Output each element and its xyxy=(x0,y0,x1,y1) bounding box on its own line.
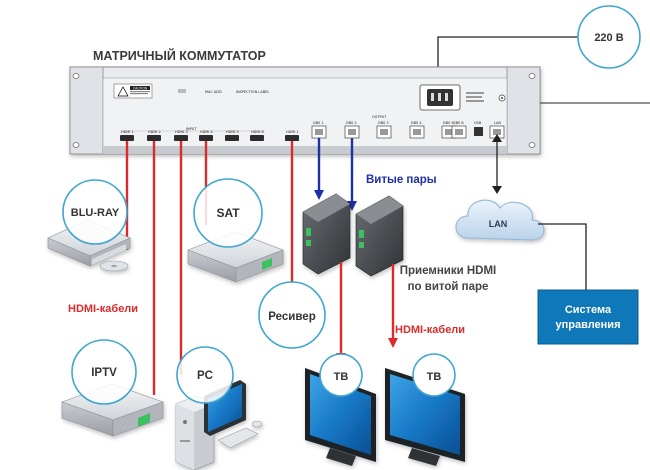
tv-1 xyxy=(305,368,376,466)
svg-text:DBS 6: DBS 6 xyxy=(453,121,464,125)
svg-text:HDMI 3: HDMI 3 xyxy=(175,130,188,134)
rj45-output-port: DBS 4 xyxy=(409,121,425,139)
lan-port: LAN xyxy=(489,121,505,139)
svg-text:HDMI 5: HDMI 5 xyxy=(226,130,239,134)
rj45-output-ports: DBS 1 DBS 2 DBS 3 DBS 4 DBS 5 DBS 6 xyxy=(311,121,467,139)
rj45-output-port: DBS 3 xyxy=(376,121,392,139)
svg-text:HDMI 4: HDMI 4 xyxy=(200,130,213,134)
hdmi-input-port: HDMI 4 xyxy=(199,130,213,141)
hdmi-receiver-1 xyxy=(302,193,351,275)
hdmi-input-port: HDMI 3 xyxy=(174,130,188,141)
hdmi-receiver-2 xyxy=(355,195,404,277)
inspection-label: INSPECTION LABEL xyxy=(236,90,269,94)
hdmi-input-port: HDMI 6 xyxy=(250,130,264,141)
receiver-label: Ресивер xyxy=(268,311,315,323)
tv-bubble-1: ТВ xyxy=(319,353,363,397)
panel-mark xyxy=(178,89,186,93)
receivers-label-line1: Приемники HDMI xyxy=(400,265,497,277)
twisted-pair-arrow xyxy=(314,190,324,200)
rj45-output-port: DBS 6 xyxy=(451,121,467,139)
svg-text:DBS 2: DBS 2 xyxy=(346,121,357,125)
lan-cloud xyxy=(455,199,545,241)
svg-text:DBS 4: DBS 4 xyxy=(411,121,422,125)
power-bubble: 220 В xyxy=(577,5,641,69)
svg-text:DBS 5: DBS 5 xyxy=(443,121,454,125)
twisted-pairs-label: Витые пары xyxy=(366,174,437,186)
hdmi-input-ports: HDMI 1 HDMI 2 HDMI 3 HDMI 4 HDMI 5 HDMI … xyxy=(120,130,264,141)
receiver-bubble: Ресивер xyxy=(258,281,326,349)
hdmi-input-port: HDMI 5 xyxy=(225,130,239,141)
input-label: INPUT xyxy=(186,127,197,131)
lan-cloud-label: LAN xyxy=(489,219,508,229)
svg-text:USB: USB xyxy=(474,121,482,125)
control-system-box: Система управления xyxy=(537,289,639,345)
svg-text:CAUTION: CAUTION xyxy=(133,86,148,90)
iptv-bubble: IPTV xyxy=(71,339,137,405)
bluray-bubble: BLU-RAY xyxy=(62,179,128,245)
svg-text:HDMI 1: HDMI 1 xyxy=(121,130,134,134)
hdmi-arrow xyxy=(388,338,398,348)
tv-bubble-2: ТВ xyxy=(412,353,456,397)
rack-screws xyxy=(72,73,536,148)
sat-receiver xyxy=(187,231,284,283)
mac-addr-label: MAC ADD xyxy=(205,90,222,94)
hdmi-input-cables xyxy=(125,141,294,395)
control-label-line1: Система xyxy=(565,304,612,316)
hdmi-cables-right-label: HDMI-кабели xyxy=(395,324,465,336)
sat-bubble: SAT xyxy=(193,178,263,248)
svg-text:DBS 1: DBS 1 xyxy=(313,121,324,125)
pc-bubble: PC xyxy=(176,346,234,404)
lan-arrow-up xyxy=(492,134,502,142)
hdmi-output-cables xyxy=(339,262,395,355)
power-inlet xyxy=(419,84,506,111)
pc-label: PC xyxy=(197,370,213,382)
bluray-label: BLU-RAY xyxy=(71,207,120,219)
lan-arrow-down xyxy=(492,186,502,194)
control-label-line2: управления xyxy=(555,319,620,331)
output-label: OUTPUT xyxy=(372,115,387,119)
switch-title: МАТРИЧНЫЙ КОММУТАТОР xyxy=(93,48,266,63)
power-label: 220 В xyxy=(594,32,623,44)
svg-text:LAN: LAN xyxy=(494,121,501,125)
svg-text:HDMI 2: HDMI 2 xyxy=(148,130,161,134)
svg-text:DBS 3: DBS 3 xyxy=(378,121,389,125)
control-line xyxy=(538,223,587,290)
caution-label: CAUTION xyxy=(113,83,153,99)
usb-port: USB xyxy=(474,121,483,136)
hdmi-input-port: HDMI 1 xyxy=(120,130,134,141)
svg-text:HDMI 6: HDMI 6 xyxy=(251,130,264,134)
receivers-label-line2: по витой паре xyxy=(408,281,489,293)
hdmi-input-port: HDMI 2 xyxy=(147,130,161,141)
hdmi-cables-left-label: HDMI-кабели xyxy=(68,303,138,315)
twisted-pair-cables xyxy=(317,138,354,203)
tv1-label: ТВ xyxy=(334,371,349,383)
tv2-label: ТВ xyxy=(427,371,442,383)
svg-text:HDMI 1: HDMI 1 xyxy=(286,130,299,134)
matrix-switch xyxy=(69,66,541,155)
iptv-label: IPTV xyxy=(91,367,117,379)
sat-label: SAT xyxy=(216,206,240,220)
hdmi-output-port: HDMI 1 xyxy=(285,130,299,141)
